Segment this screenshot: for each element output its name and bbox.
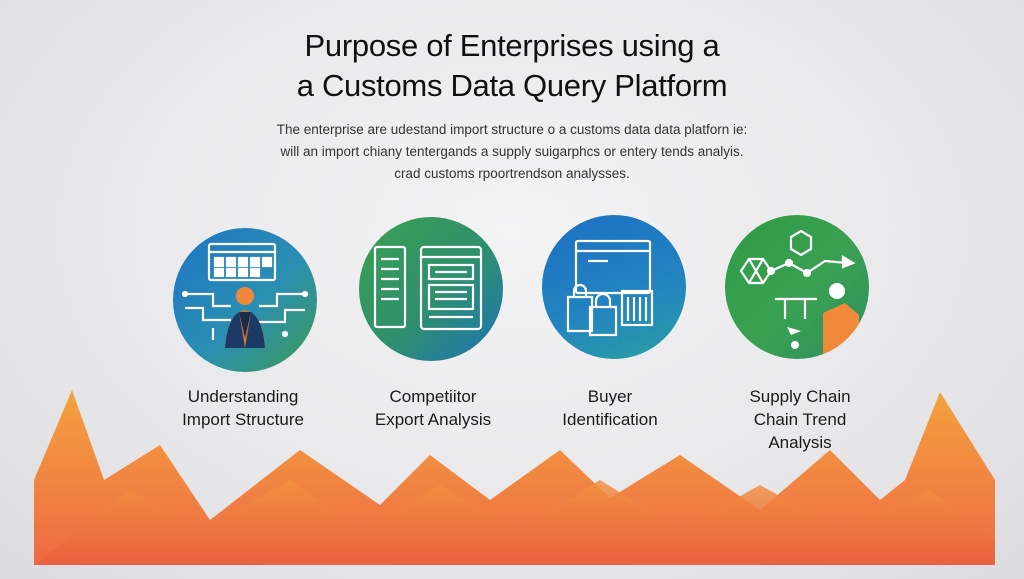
page-title-line2: a Customs Data Query Platform xyxy=(296,68,728,103)
label-line: Analysis xyxy=(768,433,832,452)
supply-chain-circle xyxy=(725,215,869,359)
label-line: Chain Trend xyxy=(753,410,847,429)
export-analysis-circle xyxy=(359,217,503,361)
description-line2: will an import chiany tentergands a supp… xyxy=(280,144,744,159)
label-line: Export Analysis xyxy=(374,410,492,429)
card-label-buyer-identification: Buyer Identification xyxy=(525,385,695,431)
shopping-buyer-icon xyxy=(566,239,654,337)
buyer-identification-circle xyxy=(542,215,686,359)
description-line1: The enterprise are udestand import struc… xyxy=(276,122,748,137)
mountain-decoration xyxy=(34,390,995,565)
import-structure-circle xyxy=(173,228,317,372)
building-network-person-icon xyxy=(181,242,309,348)
label-line: Buyer xyxy=(587,387,633,406)
card-label-supply-chain: Supply Chain Chain Trend Analysis xyxy=(715,385,885,454)
card-label-export-analysis: Competiitor Export Analysis xyxy=(348,385,518,431)
label-line: Supply Chain xyxy=(749,387,851,406)
page-title-line1: Purpose of Enterprises using a xyxy=(304,28,720,63)
label-line: Import Structure xyxy=(182,410,304,429)
label-line: Identification xyxy=(562,410,658,429)
description-line3: crad customs rpoortrendson analysses. xyxy=(394,166,630,181)
label-line: Competiitor xyxy=(389,387,477,406)
supply-chain-trend-icon xyxy=(739,229,859,359)
documents-analysis-icon xyxy=(373,245,483,331)
card-label-import-structure: Understanding Import Structure xyxy=(158,385,328,431)
label-line: Understanding xyxy=(187,387,299,406)
